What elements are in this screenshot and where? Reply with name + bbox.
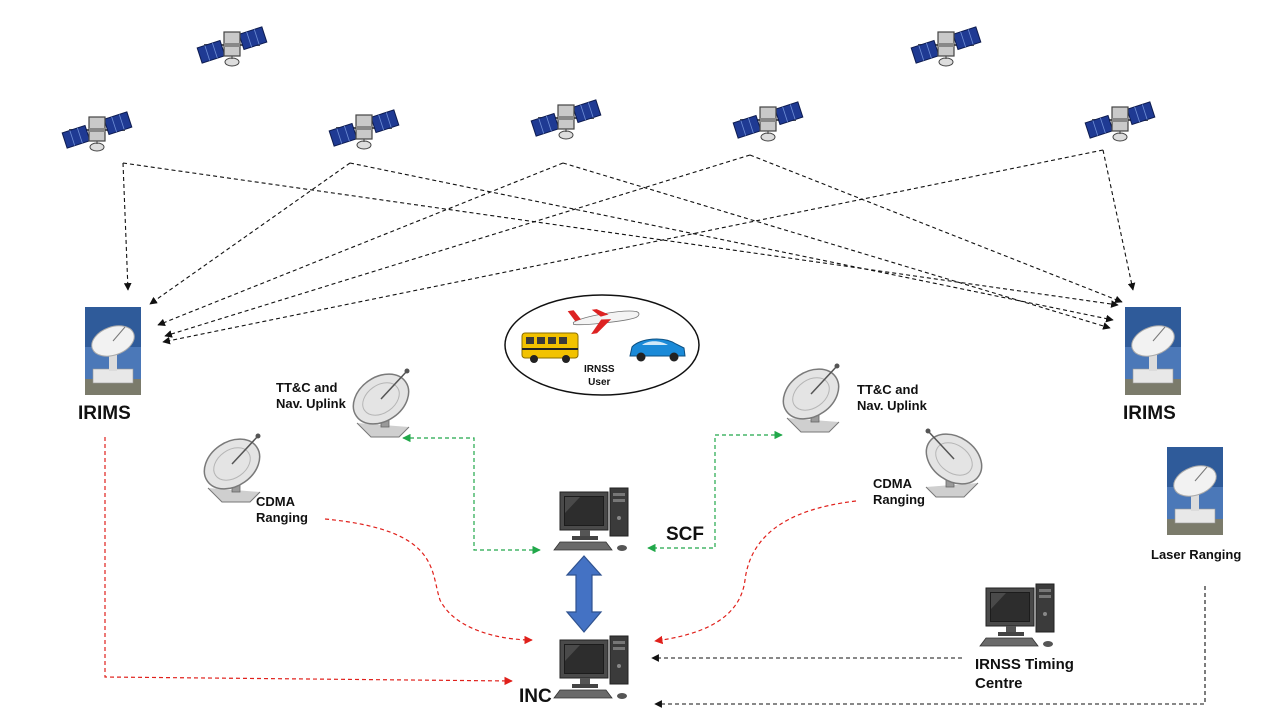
ttc-left-dish-icon — [343, 363, 419, 438]
satellite-icon — [530, 98, 602, 140]
cdma-left-label-line: CDMA — [256, 494, 295, 509]
timing-centre-computer-icon — [979, 583, 1055, 648]
scf-uplink-links — [402, 430, 783, 555]
cdma-left-label: CDMA Ranging — [256, 494, 308, 527]
satellite-icon — [910, 25, 982, 67]
inc-computer-icon — [553, 635, 629, 700]
car-icon — [629, 338, 686, 362]
satellite-icon — [196, 25, 268, 67]
cdma-right-label: CDMA Ranging — [873, 476, 925, 509]
inc-label: INC — [519, 686, 552, 707]
ttc-right-label: TT&C and Nav. Uplink — [857, 382, 927, 415]
cdma-left-label-line: Ranging — [256, 510, 308, 526]
school-bus-icon — [521, 332, 579, 363]
irims-right-label: IRIMS — [1123, 403, 1176, 424]
satellite-icon — [328, 108, 400, 150]
inc-data-links — [104, 437, 857, 686]
timing-centre-label-line: Centre — [975, 674, 1023, 692]
cdma-left-dish-icon — [194, 428, 270, 503]
cdma-right-label-line: Ranging — [873, 492, 925, 508]
scf-computer-icon — [553, 487, 629, 552]
satellite-links — [122, 149, 1136, 345]
satellite-icon — [61, 110, 133, 152]
ttc-left-label-line: Nav. Uplink — [276, 396, 346, 412]
ttc-left-label: TT&C and Nav. Uplink — [276, 380, 346, 413]
irnss-user-label: IRNSS User — [584, 364, 615, 389]
ttc-left-label-line: TT&C and — [276, 380, 338, 395]
timing-centre-label-line: IRNSS Timing — [975, 656, 1074, 673]
laser-ranging-station-icon — [1166, 446, 1224, 536]
timing-links — [651, 586, 1206, 708]
ttc-right-label-line: TT&C and — [857, 382, 919, 397]
satellite-icon — [1084, 100, 1156, 142]
ttc-right-label-line: Nav. Uplink — [857, 398, 927, 414]
cdma-right-label-line: CDMA — [873, 476, 912, 491]
irims-left-label: IRIMS — [78, 403, 131, 424]
irnss-user-label-line: IRNSS — [584, 364, 615, 375]
laser-ranging-label: Laser Ranging — [1151, 547, 1242, 562]
cdma-right-dish-icon — [916, 423, 992, 498]
irnss-user-label-line: User — [588, 376, 611, 388]
satellite-icon — [732, 100, 804, 142]
scf-inc-double-arrow — [565, 555, 603, 633]
irims-right-station-icon — [1124, 306, 1182, 396]
ttc-right-dish-icon — [773, 358, 849, 433]
irims-left-station-icon — [84, 306, 142, 396]
irnss-user-group — [504, 294, 700, 396]
scf-label: SCF — [666, 524, 704, 545]
timing-centre-label: IRNSS Timing Centre — [975, 656, 1074, 694]
airplane-icon — [567, 309, 640, 335]
